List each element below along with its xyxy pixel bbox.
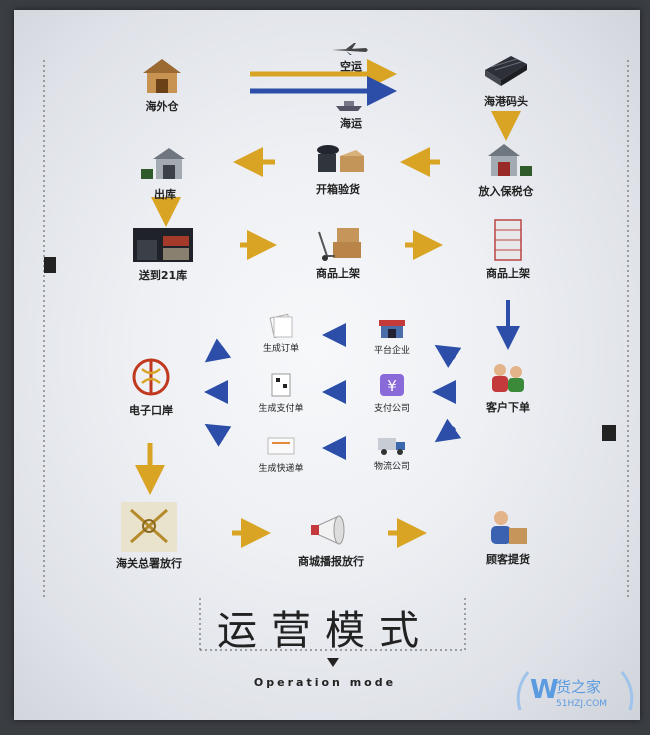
arrow-order-eport [204,338,232,363]
label-sea: 海运 [340,117,362,130]
frame-lines [43,60,629,651]
label-gen-order: 生成订单 [262,344,299,354]
storefront-icon [379,320,405,338]
node-to21: 送到21库 [108,226,218,283]
user-box-icon [491,511,527,544]
node-customs: 海关总署放行 [94,502,204,571]
yuan-icon: ¥ [380,374,404,396]
label-shelf-center: 商品上架 [316,267,360,280]
node-bonded: 放入保税仓 [451,140,561,199]
arrow-express-eport [204,423,232,447]
diagram-board [14,10,640,720]
page-title: 运营模式 [217,608,433,654]
label-out-warehouse: 出库 [154,188,176,201]
warehouse-photo-icon [133,228,193,262]
airplane-icon [332,43,368,55]
port-container-icon [485,56,527,86]
node-gen-express: 生成快递单 [226,434,336,474]
label-pay-company: 支付公司 [373,404,410,414]
node-pickup: 顾客提货 [453,508,563,567]
label-gen-express: 生成快递单 [258,464,304,474]
node-gen-order: 生成订单 [226,312,336,354]
label-platform: 平台企业 [373,346,410,356]
inspect-box-icon [317,145,364,172]
bonded-warehouse-icon [488,144,532,176]
label-gen-payment: 生成支付单 [258,404,304,414]
node-out-warehouse: 出库 [110,145,220,202]
label-e-port: 电子口岸 [129,404,173,417]
node-customer-order: 客户下单 [453,360,563,415]
boxes-trolley-icon [318,228,361,261]
label-port: 海港码头 [484,95,528,108]
watermark-url: 51HZJ.COM [556,699,607,709]
shelf-rack-icon [494,219,522,261]
node-mall: 商城播报放行 [276,510,386,569]
label-pickup: 顾客提货 [486,553,530,566]
megaphone-icon [311,515,345,545]
watermark-laurel-icon: W 货之家 51HZJ.COM [516,671,634,711]
node-gen-payment: 生成支付单 [226,372,336,414]
node-overseas-warehouse: 海外仓 [107,55,217,114]
watermark-brand: 货之家 [556,678,601,696]
svg-text:¥: ¥ [387,377,397,395]
watermark-logo: W 货之家 51HZJ.COM [510,660,640,720]
node-pay-company: ¥ 支付公司 [337,372,447,414]
warehouse-icon [143,59,181,93]
label-logistics: 物流公司 [373,462,410,472]
truck-icon [378,438,405,455]
node-shelf-right: 商品上架 [453,218,563,281]
node-logistics: 物流公司 [337,432,447,472]
node-e-port: 电子口岸 [96,355,206,418]
label-to21: 送到21库 [138,269,188,282]
label-air: 空运 [340,60,362,73]
label-customer-order: 客户下单 [486,401,530,414]
label-overseas-warehouse: 海外仓 [145,100,179,113]
express-slip-icon [267,437,295,455]
node-inspect: 开箱验货 [283,140,393,197]
warehouse-outbound-icon [141,148,185,179]
node-shelf-center: 商品上架 [283,222,393,281]
customs-keys-icon [121,502,177,552]
frame-marker-left [44,257,56,273]
arrow-customer-logistics [434,418,462,443]
label-customs: 海关总署放行 [116,557,182,570]
triangle-down-icon [327,658,339,667]
label-inspect: 开箱验货 [316,183,360,196]
frame-marker-right [602,425,616,441]
node-port: 海港码头 [451,50,561,109]
node-platform: 平台企业 [337,316,447,356]
caduceus-emblem-icon [132,358,170,396]
document-stack-icon [269,313,293,338]
ship-icon [336,101,362,111]
payment-slip-icon [271,373,291,397]
page-subtitle: Operation mode [253,676,397,689]
label-bonded: 放入保税仓 [478,185,534,198]
watermark-letter: W [530,675,559,705]
arrow-customer-platform [434,344,462,368]
users-icon [492,364,524,392]
label-shelf-right: 商品上架 [486,267,530,280]
label-mall: 商城播报放行 [298,555,364,568]
